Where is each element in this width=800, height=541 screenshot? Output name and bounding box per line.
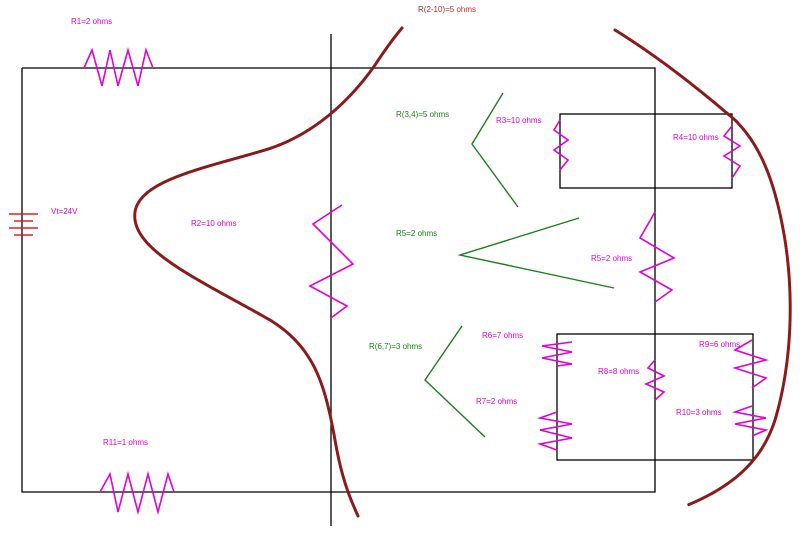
label-r1: R1=2 ohms xyxy=(71,17,112,26)
resistor-r4-icon xyxy=(722,125,742,179)
resistor-r11-icon xyxy=(99,470,175,516)
reduction-arrow-r5 xyxy=(457,217,615,289)
resistors xyxy=(83,47,769,516)
box-r3-r4 xyxy=(559,113,733,189)
freehand-curve-left xyxy=(133,26,404,518)
label-r2: R2=10 ohms xyxy=(191,219,237,228)
label-r2-10: R(2-10)=5 ohms xyxy=(418,5,476,14)
label-r9: R9=6 ohms xyxy=(699,340,740,349)
label-r10: R10=3 ohms xyxy=(676,408,722,417)
label-r3-4: R(3,4)=5 ohms xyxy=(396,110,449,119)
resistor-r6-icon xyxy=(541,341,573,367)
reduction-arrow-r3-r4 xyxy=(471,92,519,208)
label-r8: R8=8 ohms xyxy=(598,367,639,376)
label-r4: R4=10 ohms xyxy=(673,133,719,142)
resistor-r8-icon xyxy=(644,359,666,401)
circuit-wires xyxy=(21,34,754,526)
battery-icon xyxy=(9,213,38,236)
resistor-r2-icon xyxy=(308,204,355,319)
label-r7: R7=2 ohms xyxy=(476,397,517,406)
resistor-r3-icon xyxy=(552,119,570,171)
reduction-arrow-r6-r7 xyxy=(424,325,486,438)
outer-loop-wire xyxy=(21,67,656,493)
resistor-r9-icon xyxy=(732,339,769,389)
box-r6-to-r10 xyxy=(556,333,754,461)
freehand-curves xyxy=(133,26,792,518)
label-r5-green: R5=2 ohms xyxy=(396,229,437,238)
resistor-r7-icon xyxy=(536,411,573,451)
label-r11: R11=1 ohms xyxy=(103,438,148,447)
resistor-r5-icon xyxy=(638,211,676,303)
resistor-r10-icon xyxy=(731,405,769,437)
reduction-annotations xyxy=(424,92,615,438)
label-r6: R6=7 ohms xyxy=(482,331,523,340)
labels: R1=2 ohms R(2-10)=5 ohms R2=10 ohms R(3,… xyxy=(51,5,740,447)
label-r6-7: R(6,7)=3 ohms xyxy=(369,342,422,351)
resistor-r1-icon xyxy=(83,47,154,87)
label-r5: R5=2 ohms xyxy=(591,254,632,263)
label-vt: Vt=24V xyxy=(51,207,78,216)
label-r3: R3=10 ohms xyxy=(496,116,542,125)
freehand-curve-right xyxy=(613,28,792,507)
